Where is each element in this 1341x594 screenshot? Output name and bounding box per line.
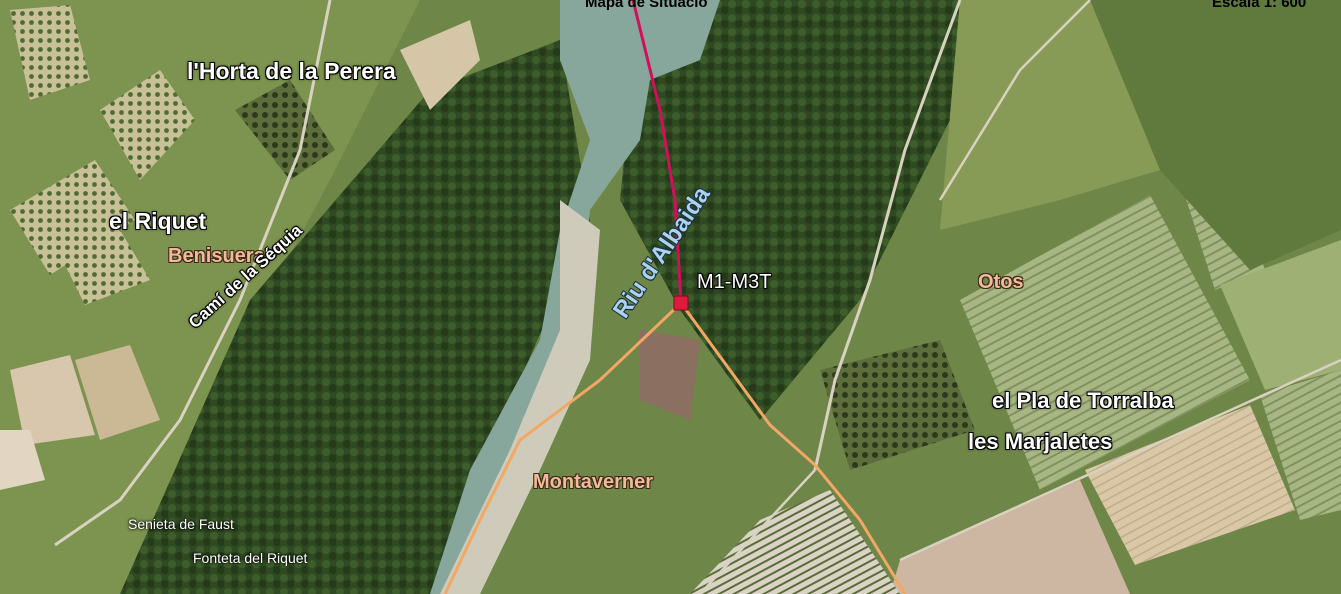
field-bare-south [890, 480, 1130, 594]
map-scale: Escala 1: 600 [1212, 0, 1307, 11]
field-west-bare [10, 355, 95, 445]
road-cami-sequia [54, 0, 332, 547]
label-montaverner: Montaverner [533, 471, 654, 493]
label-fonteta: Fonteta del Riquet [193, 550, 308, 566]
field-far-east [1260, 370, 1341, 520]
marker-label: M1-M3T [697, 271, 772, 293]
label-marjaletes: les Marjaletes [968, 429, 1113, 454]
road-north [938, 0, 1091, 201]
field-north-bare [400, 20, 480, 110]
label-horta: l'Horta de la Perera [187, 58, 396, 84]
road-south [699, 469, 816, 594]
field-marjaletes [1085, 405, 1295, 565]
field-northeast [1090, 0, 1341, 270]
route-southwest-line[interactable] [443, 301, 683, 594]
site-marker[interactable] [673, 295, 689, 311]
field-sw-bare [0, 430, 45, 490]
orchard-horta [100, 70, 195, 180]
field-west-tan [75, 345, 160, 440]
vineyard-south [690, 490, 900, 594]
label-pla-torralba: el Pla de Torralba [992, 388, 1174, 413]
orchard-benisuera [60, 230, 150, 305]
orchard-east [820, 340, 975, 470]
road-east [813, 0, 962, 471]
map-title: Mapa de Situació [585, 0, 708, 11]
bare-patch [640, 330, 700, 420]
river-woodland [620, 0, 960, 420]
label-otos: Otos [978, 271, 1024, 293]
field-east [1220, 240, 1341, 390]
orchard-riquet [10, 160, 135, 275]
riparian-forest [120, 40, 590, 594]
road-southeast [899, 358, 1341, 562]
label-senieta: Senieta de Faust [128, 516, 234, 532]
label-benisuera: Benisuera [168, 245, 265, 267]
orchard-dark [235, 80, 335, 180]
label-riquet: el Riquet [109, 208, 207, 234]
gravel-bank [440, 200, 600, 594]
orchard-nw [10, 5, 90, 100]
field-north [940, 0, 1160, 230]
field-pla-torralba [960, 195, 1250, 490]
route-southeast-line[interactable] [679, 302, 907, 594]
route-north-line[interactable] [631, 0, 683, 304]
